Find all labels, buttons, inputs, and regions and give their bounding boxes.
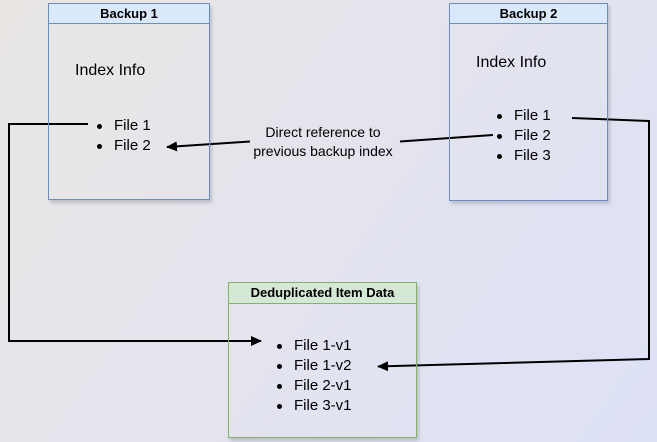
backup2-file-1: File 1 <box>495 106 551 126</box>
backup1-file-list: File 1 File 2 <box>95 116 151 156</box>
dedup-file-2-v1: File 2-v1 <box>275 376 352 396</box>
backup1-file-1: File 1 <box>95 116 151 136</box>
backup1-file-2: File 2 <box>95 136 151 156</box>
backup2-index-info-label: Index Info <box>476 54 547 71</box>
backup1-title: Backup 1 <box>49 4 209 24</box>
backup2-box: Backup 2 Index Info File 1 File 2 File 3 <box>449 3 608 201</box>
backup2-file-list: File 1 File 2 File 3 <box>495 106 551 166</box>
annotation-line-2: previous backup index <box>253 143 393 159</box>
annotation-line-1: Direct reference to <box>265 124 381 140</box>
dedup-file-3-v1: File 3-v1 <box>275 396 352 416</box>
dedup-file-list: File 1-v1 File 1-v2 File 2-v1 File 3-v1 <box>275 336 352 416</box>
dedup-box: Deduplicated Item Data File 1-v1 File 1-… <box>228 282 417 438</box>
backup2-title: Backup 2 <box>450 4 607 24</box>
backup1-box: Backup 1 Index Info File 1 File 2 <box>48 3 210 200</box>
backup2-file-3: File 3 <box>495 146 551 166</box>
dedup-file-1-v1: File 1-v1 <box>275 336 352 356</box>
dedup-file-1-v2: File 1-v2 <box>275 356 352 376</box>
backup2-file-2: File 2 <box>495 126 551 146</box>
connector-annotation: Direct reference to previous backup inde… <box>243 123 403 161</box>
backup1-index-info-label: Index Info <box>75 62 146 79</box>
dedup-title: Deduplicated Item Data <box>229 283 416 304</box>
